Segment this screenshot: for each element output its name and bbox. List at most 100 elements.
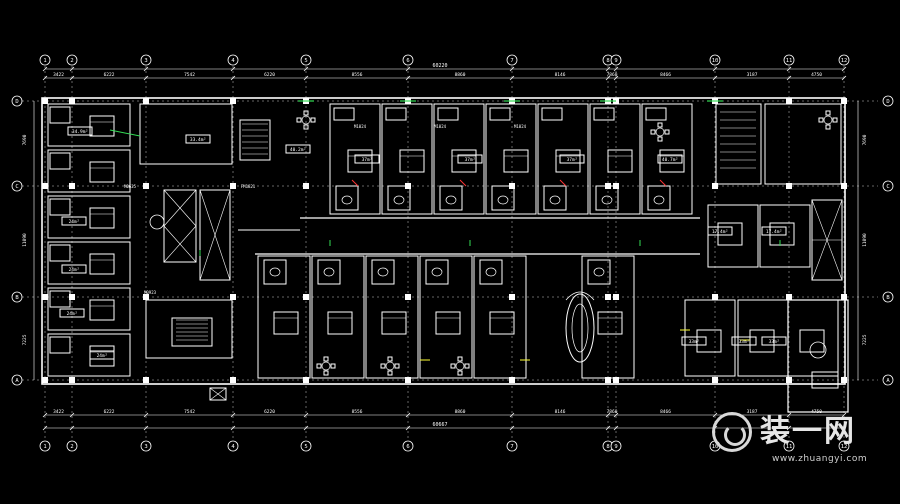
watermark-url: www.zhuangyi.com [772, 454, 868, 464]
bathroom [335, 185, 359, 211]
fixture-accent [559, 179, 567, 187]
door-swing-accent [109, 129, 141, 137]
bed-icon [696, 329, 722, 353]
grid-label-top: 9 [614, 58, 617, 64]
window-desk [541, 107, 563, 121]
grid-label-bottom: 11 [786, 444, 793, 450]
chair-icon [825, 110, 831, 116]
grid-bubble [506, 440, 518, 452]
dim-side-right: 7225 [862, 334, 868, 345]
chair-icon [457, 370, 463, 376]
grid-bubble [838, 440, 850, 452]
dim-tick [509, 66, 515, 72]
dim-bay-top: 6222 [104, 72, 115, 78]
chair-icon [387, 356, 393, 362]
bathroom [587, 259, 611, 285]
bathroom [49, 290, 71, 308]
toilet-icon [653, 195, 665, 205]
guest-room-bottom [473, 255, 527, 379]
grid-bubble [39, 54, 51, 66]
dim-tick [841, 425, 847, 431]
grid-label-bottom: 10 [712, 444, 719, 450]
dim-tick [613, 66, 619, 72]
fixture-accent [459, 179, 467, 187]
room-area-label: 40.7m² [662, 157, 678, 163]
bathroom [439, 185, 463, 211]
grid-label-left: A [15, 378, 19, 384]
bathroom [425, 259, 449, 285]
dim-tick [42, 412, 48, 418]
bed-icon [89, 115, 115, 137]
bed-icon [799, 329, 825, 353]
guest-room-bottom [311, 255, 365, 379]
dim-bay-top: 7542 [184, 72, 195, 78]
room-label-box [89, 350, 115, 360]
door-tag: M1024 [514, 124, 527, 129]
dim-tick [143, 75, 149, 81]
grid-bubble [709, 54, 721, 66]
chair-icon [657, 122, 663, 128]
structural-column [69, 98, 75, 104]
door-tag: FM1821 [241, 184, 256, 189]
grid-bubble [39, 440, 51, 452]
chair-icon [310, 117, 316, 123]
building-outline [41, 97, 846, 385]
dim-tick [509, 75, 515, 81]
room-label-box [731, 336, 757, 346]
grid-label-bottom: 7 [510, 444, 513, 450]
bed-icon [273, 311, 299, 335]
toilet-icon [485, 267, 497, 277]
structural-column [841, 377, 847, 383]
structural-column [69, 183, 75, 189]
chair-icon [303, 110, 309, 116]
fixture-accent [659, 179, 667, 187]
structural-column [69, 377, 75, 383]
structural-column [786, 98, 792, 104]
room-area-label: 17.4m² [766, 229, 782, 235]
grid-bubble [402, 440, 414, 452]
dim-tick [405, 425, 411, 431]
elevator-shaft [163, 189, 197, 263]
room-label-box [185, 134, 211, 144]
dim-tick [841, 66, 847, 72]
dim-bay-top: 8146 [555, 72, 566, 78]
dim-bay-bottom: 6220 [264, 409, 275, 415]
grid-bubble [227, 440, 239, 452]
structural-column [230, 183, 236, 189]
chair-icon [825, 124, 831, 130]
dim-tick [786, 75, 792, 81]
structural-column [786, 294, 792, 300]
round-table-icon [809, 341, 827, 359]
grid-bubble [11, 374, 23, 386]
grid-bubble [66, 440, 78, 452]
structural-column [841, 98, 847, 104]
door-tag: M0923 [144, 290, 157, 295]
window-desk [333, 107, 355, 121]
dim-tick [69, 425, 75, 431]
bed-icon [717, 222, 743, 246]
dim-side-left: 11090 [22, 233, 28, 247]
grid-label-top: 6 [406, 58, 409, 64]
room-area-label: 33.4m² [190, 137, 206, 143]
grid-bubble [11, 291, 23, 303]
grid-bubble [140, 54, 152, 66]
table-icon [823, 115, 833, 125]
guest-room-right [759, 204, 811, 268]
dim-tick [69, 75, 75, 81]
grid-label-bottom: 6 [406, 444, 409, 450]
grid-label-bottom: 12 [841, 444, 848, 450]
room-area-label: 17.4m² [712, 229, 728, 235]
guest-room-left [47, 195, 131, 239]
structural-column [42, 183, 48, 189]
toilet-icon [445, 195, 457, 205]
bed-icon [89, 299, 115, 321]
room-area-label: 33m² [689, 339, 700, 345]
guest-room-left [47, 333, 131, 377]
sofa-icon [811, 371, 839, 389]
guest-room-left [47, 241, 131, 285]
toilet-icon [393, 195, 405, 205]
grid-bubble [506, 54, 518, 66]
dim-bay-top: 3187 [747, 72, 758, 78]
chair-icon [380, 363, 386, 369]
structural-column [509, 377, 515, 383]
